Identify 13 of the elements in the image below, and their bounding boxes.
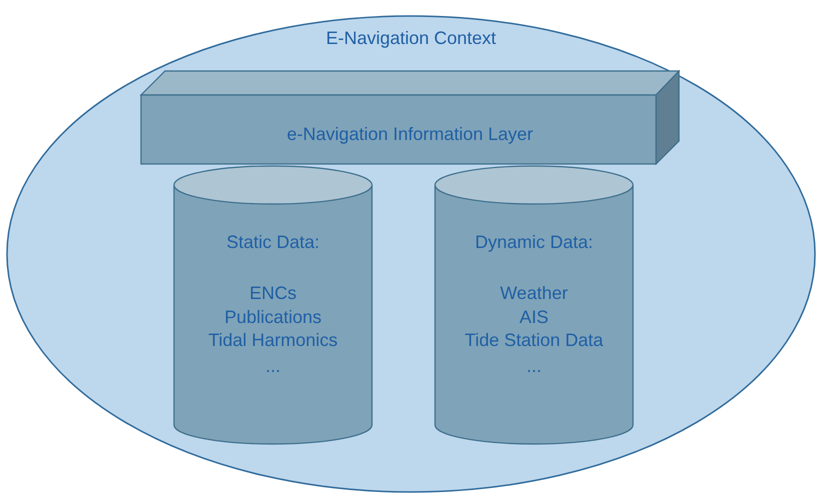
data-item: Tide Station Data — [464, 330, 604, 352]
data-item: ENCs — [249, 282, 296, 304]
data-heading: Static Data: — [226, 232, 320, 254]
data-item: Publications — [224, 306, 322, 328]
layer-label: e-Navigation Information Layer — [286, 124, 534, 145]
data-item: Weather — [500, 282, 568, 304]
context-ellipse — [6, 15, 816, 493]
data-heading: Dynamic Data: — [474, 232, 594, 254]
data-item: Tidal Harmonics — [208, 330, 338, 352]
context-label: E-Navigation Context — [326, 28, 496, 49]
data-item: ... — [265, 356, 280, 377]
data-item: AIS — [519, 306, 548, 328]
data-item: ... — [526, 356, 542, 377]
